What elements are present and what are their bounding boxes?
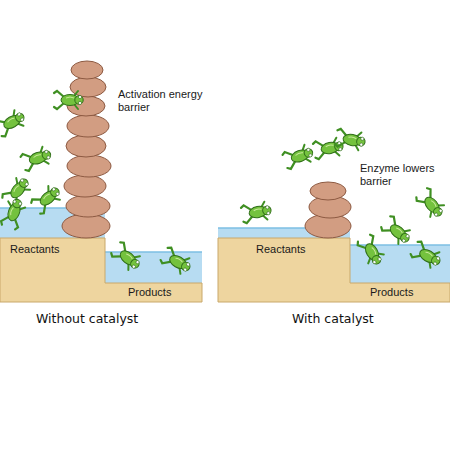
panel-caption: Without catalyst bbox=[36, 312, 138, 325]
part-label: Products bbox=[370, 286, 413, 299]
part-label: Enzyme lowers barrier bbox=[360, 162, 442, 188]
part-label: Products bbox=[128, 286, 171, 299]
part-label: Activation energy barrier bbox=[118, 88, 210, 114]
part-label: Reactants bbox=[256, 243, 306, 256]
part-label: Reactants bbox=[10, 243, 60, 256]
panel-caption: With catalyst bbox=[292, 312, 374, 325]
